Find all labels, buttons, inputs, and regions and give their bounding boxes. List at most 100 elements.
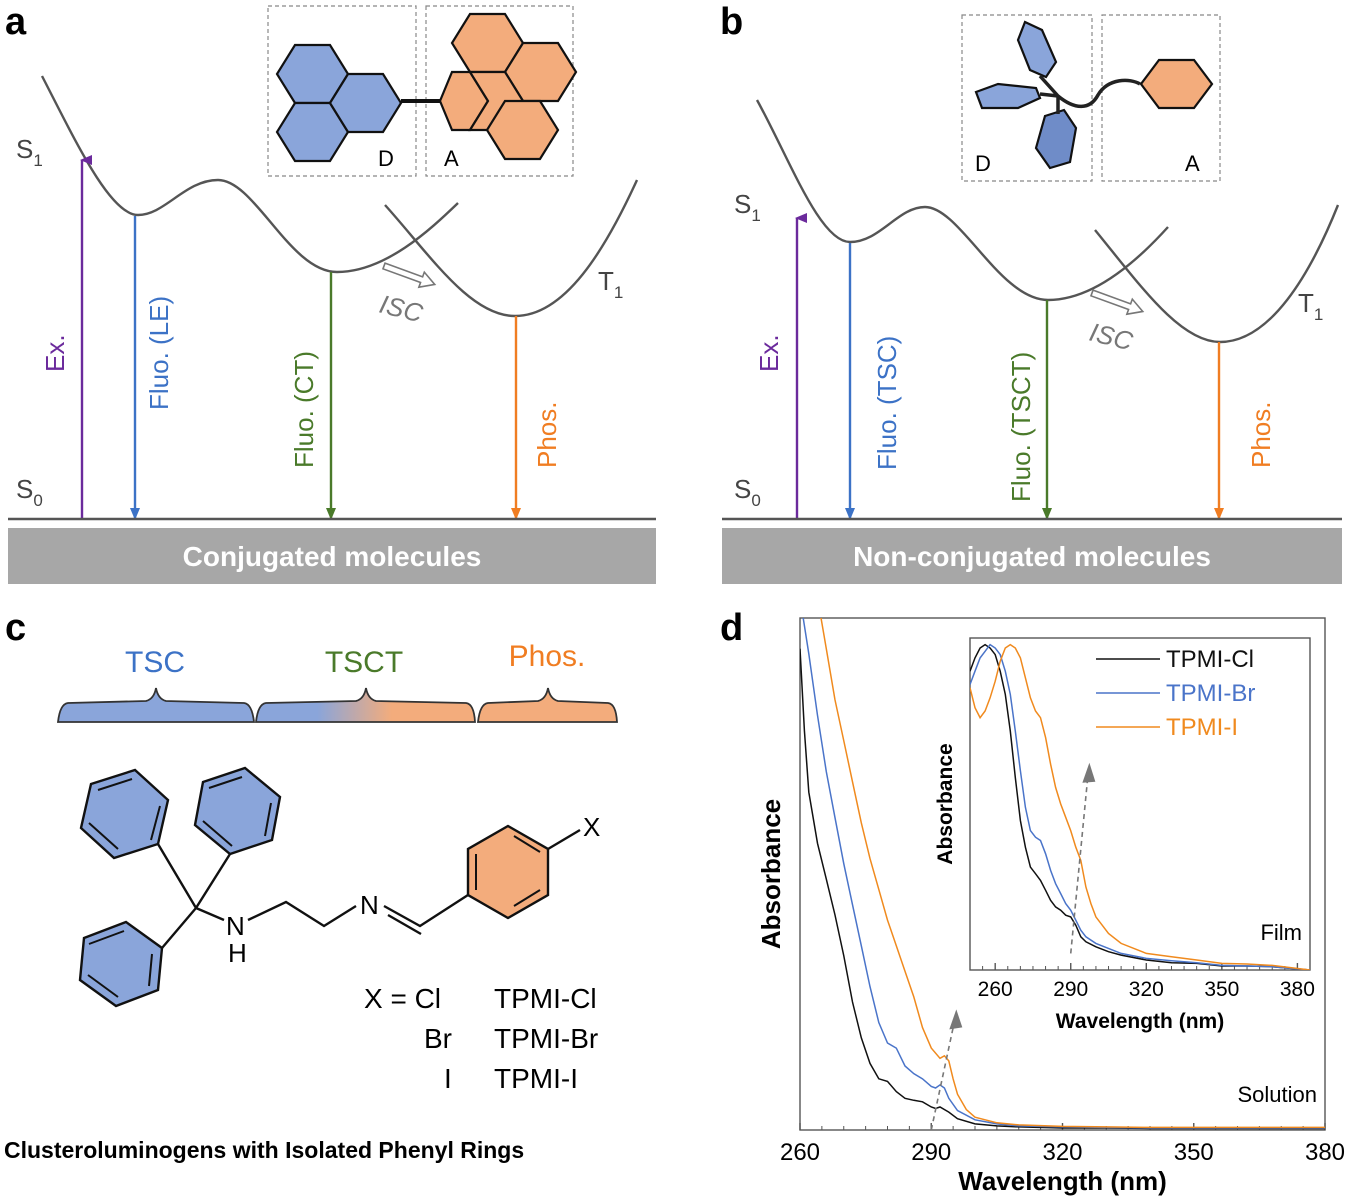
donor-label: D xyxy=(975,151,991,176)
t1-curve xyxy=(384,179,639,318)
panel-c: c TSC TSCT Phos. N N H xyxy=(4,607,618,1163)
series-line-tpmi-br xyxy=(970,643,1310,970)
t1-label: T1 xyxy=(1298,288,1323,324)
isc-label: ISC xyxy=(377,289,427,329)
phos-label: Phos. xyxy=(509,640,586,673)
phenyl-ring-3 xyxy=(78,920,164,1008)
x-tick-label: 260 xyxy=(978,978,1013,1001)
tsct-band xyxy=(254,687,476,723)
series-line-tpmi-cl xyxy=(970,643,1310,970)
ex-label: Ex. xyxy=(40,334,70,372)
acceptor-label: A xyxy=(444,146,459,171)
donor-label: D xyxy=(378,146,394,171)
x-tick-label: 320 xyxy=(1042,1139,1082,1166)
series-line-tpmi-i xyxy=(820,618,1325,1129)
phos-label: Phos. xyxy=(1246,402,1276,469)
panel-d-label: d xyxy=(720,607,743,649)
trend-arrow-line xyxy=(930,1017,957,1131)
s1-label: S1 xyxy=(734,189,761,225)
phenyl-ring-x xyxy=(466,824,550,920)
phenyl-ring-2 xyxy=(193,766,282,856)
plot-background xyxy=(970,638,1310,970)
ex-label: Ex. xyxy=(754,334,784,372)
name-i-label: TPMI-I xyxy=(494,1063,578,1094)
phos-label: Phos. xyxy=(532,402,562,469)
x-cl-label: X = Cl xyxy=(364,983,441,1014)
series-line-tpmi-i xyxy=(970,643,1310,970)
s1-curve xyxy=(40,75,459,274)
non-conjugated-bar xyxy=(722,528,1342,584)
panel-b: b D A S1 S0 T1 ISC Ex. Fluo. (TSC) Fluo.… xyxy=(720,1,1342,584)
trend-arrow-line xyxy=(1069,770,1090,954)
trend-arrow-head xyxy=(949,1009,963,1030)
trend-arrow-head xyxy=(1082,762,1096,783)
panel-b-label: b xyxy=(720,1,743,43)
x-tick-label: 260 xyxy=(780,1139,820,1166)
isc-arrow xyxy=(1089,289,1145,316)
y-axis-label: Absorbance xyxy=(934,743,957,864)
acceptor-box xyxy=(425,5,574,177)
legend-label: TPMI-Br xyxy=(1166,680,1255,707)
name-cl-label: TPMI-Cl xyxy=(494,983,597,1014)
s1-curve xyxy=(755,99,1169,302)
x-axis-label: Wavelength (nm) xyxy=(1056,1010,1224,1033)
tsc-label: TSC xyxy=(125,646,185,679)
x-tick-label: 380 xyxy=(1280,978,1315,1001)
legend-label: TPMI-Cl xyxy=(1166,646,1254,673)
donor-bonds xyxy=(1038,74,1141,114)
s1-label: S1 xyxy=(16,134,43,170)
acceptor-rings xyxy=(438,12,578,161)
molecule-tpmi xyxy=(78,766,581,1008)
panel-a-label: a xyxy=(5,1,27,43)
y-axis-label: Absorbance xyxy=(756,799,786,949)
x-tick-label: 290 xyxy=(911,1139,951,1166)
conjugated-bar-text: Conjugated molecules xyxy=(183,541,482,572)
x-br-label: Br xyxy=(424,1023,452,1054)
chart-annotation: Film xyxy=(1260,920,1302,945)
isc-label: ISC xyxy=(1087,317,1137,357)
plot-frame xyxy=(969,637,1311,971)
donor-rings xyxy=(275,43,403,163)
chart-annotation: Solution xyxy=(1237,1082,1317,1107)
phenyl-ring-1 xyxy=(79,768,170,860)
acceptor-label: A xyxy=(1185,151,1200,176)
panel-c-caption: Clusteroluminogens with Isolated Phenyl … xyxy=(4,1137,524,1163)
fluo-ct-label: Fluo. (CT) xyxy=(289,351,319,468)
panel-c-label: c xyxy=(5,607,26,649)
fluo-le-label: Fluo. (LE) xyxy=(144,296,174,410)
fluo-tsct-label: Fluo. (TSCT) xyxy=(1006,352,1036,502)
tsct-label: TSCT xyxy=(325,646,403,679)
donor-box xyxy=(961,14,1093,182)
atom-n-imine: N xyxy=(360,890,379,920)
atom-x: X xyxy=(583,812,600,842)
panel-a: a D A S1 S0 T1 xyxy=(5,1,656,584)
atom-n-amine: N xyxy=(226,911,245,941)
tsc-band xyxy=(56,687,256,723)
legend-label: TPMI-I xyxy=(1166,714,1238,741)
t1-label: T1 xyxy=(598,266,623,302)
fluo-tsc-label: Fluo. (TSC) xyxy=(872,336,902,470)
x-i-label: I xyxy=(444,1063,452,1094)
x-tick-label: 350 xyxy=(1174,1139,1214,1166)
donor-box xyxy=(267,5,417,177)
name-br-label: TPMI-Br xyxy=(494,1023,598,1054)
x-tick-label: 380 xyxy=(1305,1139,1345,1166)
conjugated-bar xyxy=(8,528,656,584)
x-tick-label: 350 xyxy=(1204,978,1239,1001)
donor-rings xyxy=(974,20,1078,170)
x-tick-label: 290 xyxy=(1053,978,1088,1001)
acceptor-ring xyxy=(1139,58,1214,110)
phos-band xyxy=(476,687,618,723)
s0-label: S0 xyxy=(734,474,761,510)
acceptor-box xyxy=(1101,14,1221,182)
isc-arrow xyxy=(381,262,437,289)
t1-curve xyxy=(1094,204,1340,344)
x-tick-label: 320 xyxy=(1129,978,1164,1001)
non-conjugated-bar-text: Non-conjugated molecules xyxy=(853,541,1211,572)
x-axis-label: Wavelength (nm) xyxy=(958,1166,1166,1196)
s0-label: S0 xyxy=(16,474,43,510)
